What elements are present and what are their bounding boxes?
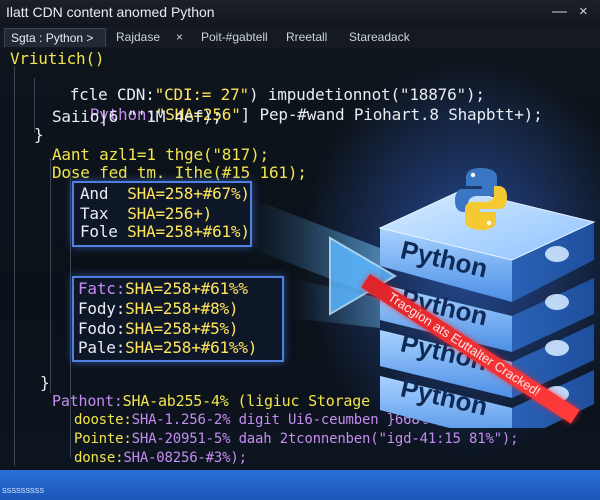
tab-rajdase[interactable]: Rajdase [116,30,161,44]
highlight-box [72,181,252,247]
code-token: SHA=256+) [127,204,213,223]
database-stack-graphic [378,168,596,428]
code-token: Tax [80,204,109,223]
tab-close-icon[interactable]: × [176,30,184,44]
code-line: Python:"SHA=256"] Pep-#wand Piohart.8 Sh… [52,88,543,142]
code-token: SHA=258+#61%% [125,279,248,298]
code-token: ) impudetionnot("18876"); [248,85,485,104]
code-line: donse:SHA-08256-#3%); [74,449,247,467]
code-token: Fole [80,222,118,241]
close-icon[interactable]: × [579,3,588,20]
code-line: fcle CDN:"CDI:= 27") impudetionnot("1887… [32,68,485,122]
code-token: ] Pep-#wand Piohart.8 Shapbtt+); [240,105,543,124]
code-token: fcle CDN: [69,85,155,104]
tab-rreetall[interactable]: Rreetall [286,30,328,44]
code-token: donse: [74,450,124,466]
code-token: SHA=258+#67%) [127,184,250,203]
code-line: } [34,125,44,144]
tab-python[interactable]: Sgta : Python > [4,28,106,47]
indent-guide [50,158,51,393]
code-line: And SHA=258+#67%) [80,185,250,203]
code-line: Fody:SHA=258+#8%) [78,299,239,318]
title-bar: Ilatt CDN content anomed Python — × [0,0,600,26]
code-token: SHA=258+#8%) [125,299,239,318]
code-line: Tax SHA=256+) [80,205,212,223]
code-line: Pointe:SHA-20951-5% daah 2tconnenben("ig… [74,430,519,448]
code-line: Vriutich() [10,49,105,68]
code-token: Fody: [78,299,126,318]
code-line: Dose fed tm. Ithe(#15 161); [52,163,307,182]
code-token: And [80,184,109,203]
status-bar: SSSSSSSSS [0,470,600,500]
highlight-box [72,276,284,362]
code-line: Saiio|6 "'1M 4ef); [52,107,222,126]
code-token: SHA-08256-#3%); [123,450,247,466]
tab-poit-gabtell[interactable]: Poit-#gabtell [201,30,268,44]
code-line: Fole SHA=258+#61%) [80,223,250,241]
code-token: Pointe: [74,431,132,447]
code-token: Pathont: [52,392,123,410]
code-token: Python: [89,105,156,124]
code-token: SHA=258+#61%%) [125,338,258,357]
code-line: Fatc:SHA=258+#61%% [78,280,248,298]
status-text: SSSSSSSSS [2,488,45,495]
code-line: Aant azl1=1 thge("817); [52,145,269,164]
indent-guide [34,78,35,133]
code-line: Pale:SHA=258+#61%%) [78,339,257,357]
tab-stareadack[interactable]: Stareadack [349,30,410,44]
window-title: Ilatt CDN content anomed Python [6,4,215,20]
code-line: Fodo:SHA=258+#5%) [78,319,239,338]
tab-bar: Sgta : Python > Rajdase × Poit-#gabtell … [0,26,600,49]
code-token: SHA=258+#5%) [125,319,239,338]
code-token: dooste: [74,412,132,428]
code-token: Fatc: [78,279,126,298]
code-token: Fodo: [78,319,126,338]
code-editor[interactable]: Vriutich() fcle CDN:"CDI:= 27") impudeti… [0,48,600,470]
code-token: Pale: [78,338,126,357]
code-line: } [40,373,50,392]
indent-guide [70,168,71,458]
code-token: "CDI:= 27" [154,85,250,104]
code-token: "SHA=256" [155,105,241,124]
indent-guide [14,66,15,466]
minimize-icon[interactable]: — [552,3,567,20]
code-token: SHA=258+#61%) [127,222,250,241]
code-token: SHA-20951-5% daah 2tconnenben("igd-41:15… [131,431,519,447]
